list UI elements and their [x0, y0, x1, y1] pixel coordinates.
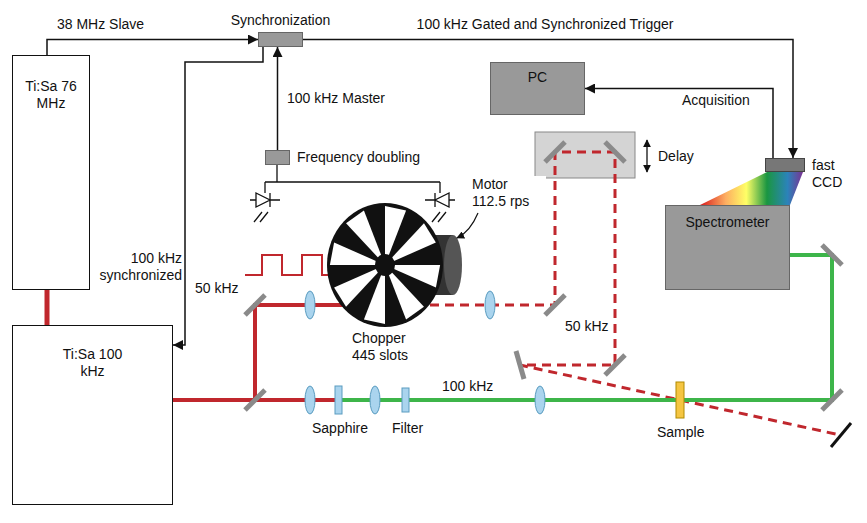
node-label: PC: [528, 69, 547, 86]
motor-cap: [444, 235, 462, 295]
signal-arrow: [173, 47, 263, 345]
wheel-hub: [375, 254, 395, 276]
computer-box: PC: [490, 62, 585, 115]
mirror: [605, 355, 625, 375]
delay-arrow: [646, 140, 647, 172]
signal-label: 100 kHz Gated and Synchronized Trigger: [415, 16, 676, 33]
node-label: Spectrometer: [685, 214, 769, 231]
beam-dump: [831, 423, 851, 447]
diode-symbol: [250, 193, 280, 207]
frequency-label: 50 kHz: [193, 280, 241, 297]
camera-box: fast CCD: [765, 158, 805, 172]
signal-label: 100 kHz synchronized: [92, 250, 184, 284]
crystal-label: Sapphire: [310, 420, 370, 437]
signal-label: Acquisition: [680, 92, 752, 109]
mirror: [822, 245, 842, 265]
pump-beam-link: [45, 290, 50, 325]
mirror: [822, 390, 842, 410]
mirrors: [245, 142, 842, 410]
lens: [370, 386, 380, 414]
frequency-label: 100 kHz: [440, 378, 495, 395]
mirror: [545, 142, 565, 162]
spectrometer-box: Spectrometer: [665, 205, 790, 290]
chopper-wheel: [327, 203, 443, 327]
node-label: Ti:Sa 100 kHz: [62, 346, 124, 380]
sample-label: Sample: [655, 424, 706, 441]
lens: [485, 291, 495, 319]
lens: [305, 386, 315, 414]
mirror: [516, 351, 524, 379]
filter-label: Filter: [390, 420, 425, 437]
signal-arrow: [47, 40, 258, 56]
laser-box: Ti:Sa 76 MHz: [12, 55, 90, 290]
diode-symbol: [425, 193, 455, 207]
chopped-pump-beam: [385, 152, 840, 435]
filter-plate: [402, 388, 409, 412]
square-wave: [245, 255, 334, 275]
node-label: fast CCD: [812, 157, 852, 191]
frequency-label: 50 kHz: [563, 318, 611, 335]
sapphire-plate: [335, 386, 342, 414]
wheel-disc: [327, 203, 443, 327]
mirror: [605, 142, 625, 162]
motor-label: Motor 112.5 rps: [470, 176, 546, 210]
photodiode: [425, 193, 455, 222]
photodiode: [250, 193, 280, 222]
diode-wire: [265, 165, 440, 193]
motor-leader: [457, 213, 478, 238]
chopper-label: Chopper 445 slots: [350, 330, 428, 364]
node-label: Ti:Sa 76 MHz: [20, 78, 82, 112]
sync-unit-box: Synchronization: [258, 32, 303, 47]
signal-arrow: [277, 47, 279, 150]
node-label: Frequency doubling: [297, 149, 420, 166]
diode-light-arrow: [254, 212, 268, 222]
doubler-box: Frequency doubling: [265, 150, 290, 165]
mirror: [245, 295, 265, 315]
sample-plate: [676, 382, 684, 418]
delay-stage: [535, 132, 635, 178]
spectrum-fan: [700, 172, 803, 205]
beam-splitter: [245, 390, 265, 410]
laser-box: Ti:Sa 100 kHz: [12, 325, 173, 505]
lens: [305, 291, 315, 319]
signal-label: 100 kHz Master: [285, 90, 387, 107]
mirror: [545, 295, 565, 315]
lens: [535, 386, 545, 414]
diode-light-arrow: [432, 212, 446, 222]
node-label: Synchronization: [231, 12, 331, 29]
signal-label: 38 MHz Slave: [55, 16, 146, 33]
delay-label: Delay: [656, 148, 696, 165]
